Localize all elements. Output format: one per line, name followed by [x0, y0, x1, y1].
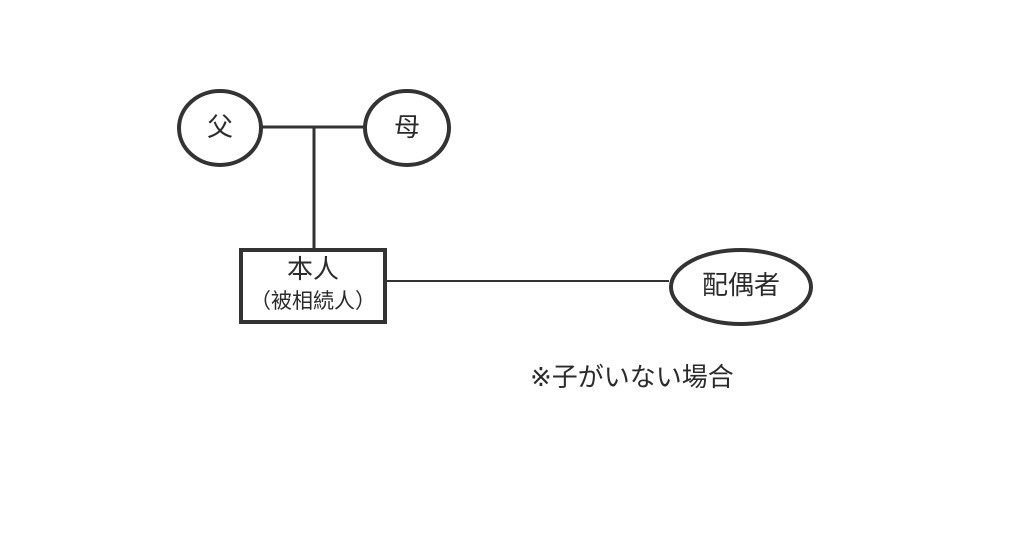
self-node	[239, 248, 387, 324]
self-label-main: 本人	[286, 255, 339, 285]
father-node	[177, 89, 263, 167]
father-label: 父	[206, 113, 233, 143]
self-label-sub: （被相続人）	[250, 289, 376, 313]
mother-node	[363, 89, 451, 167]
mother-label: 母	[393, 113, 420, 143]
spouse-node	[669, 248, 813, 326]
note-text: ※子がいない場合	[530, 363, 734, 393]
spouse-label: 配偶者	[701, 271, 780, 301]
